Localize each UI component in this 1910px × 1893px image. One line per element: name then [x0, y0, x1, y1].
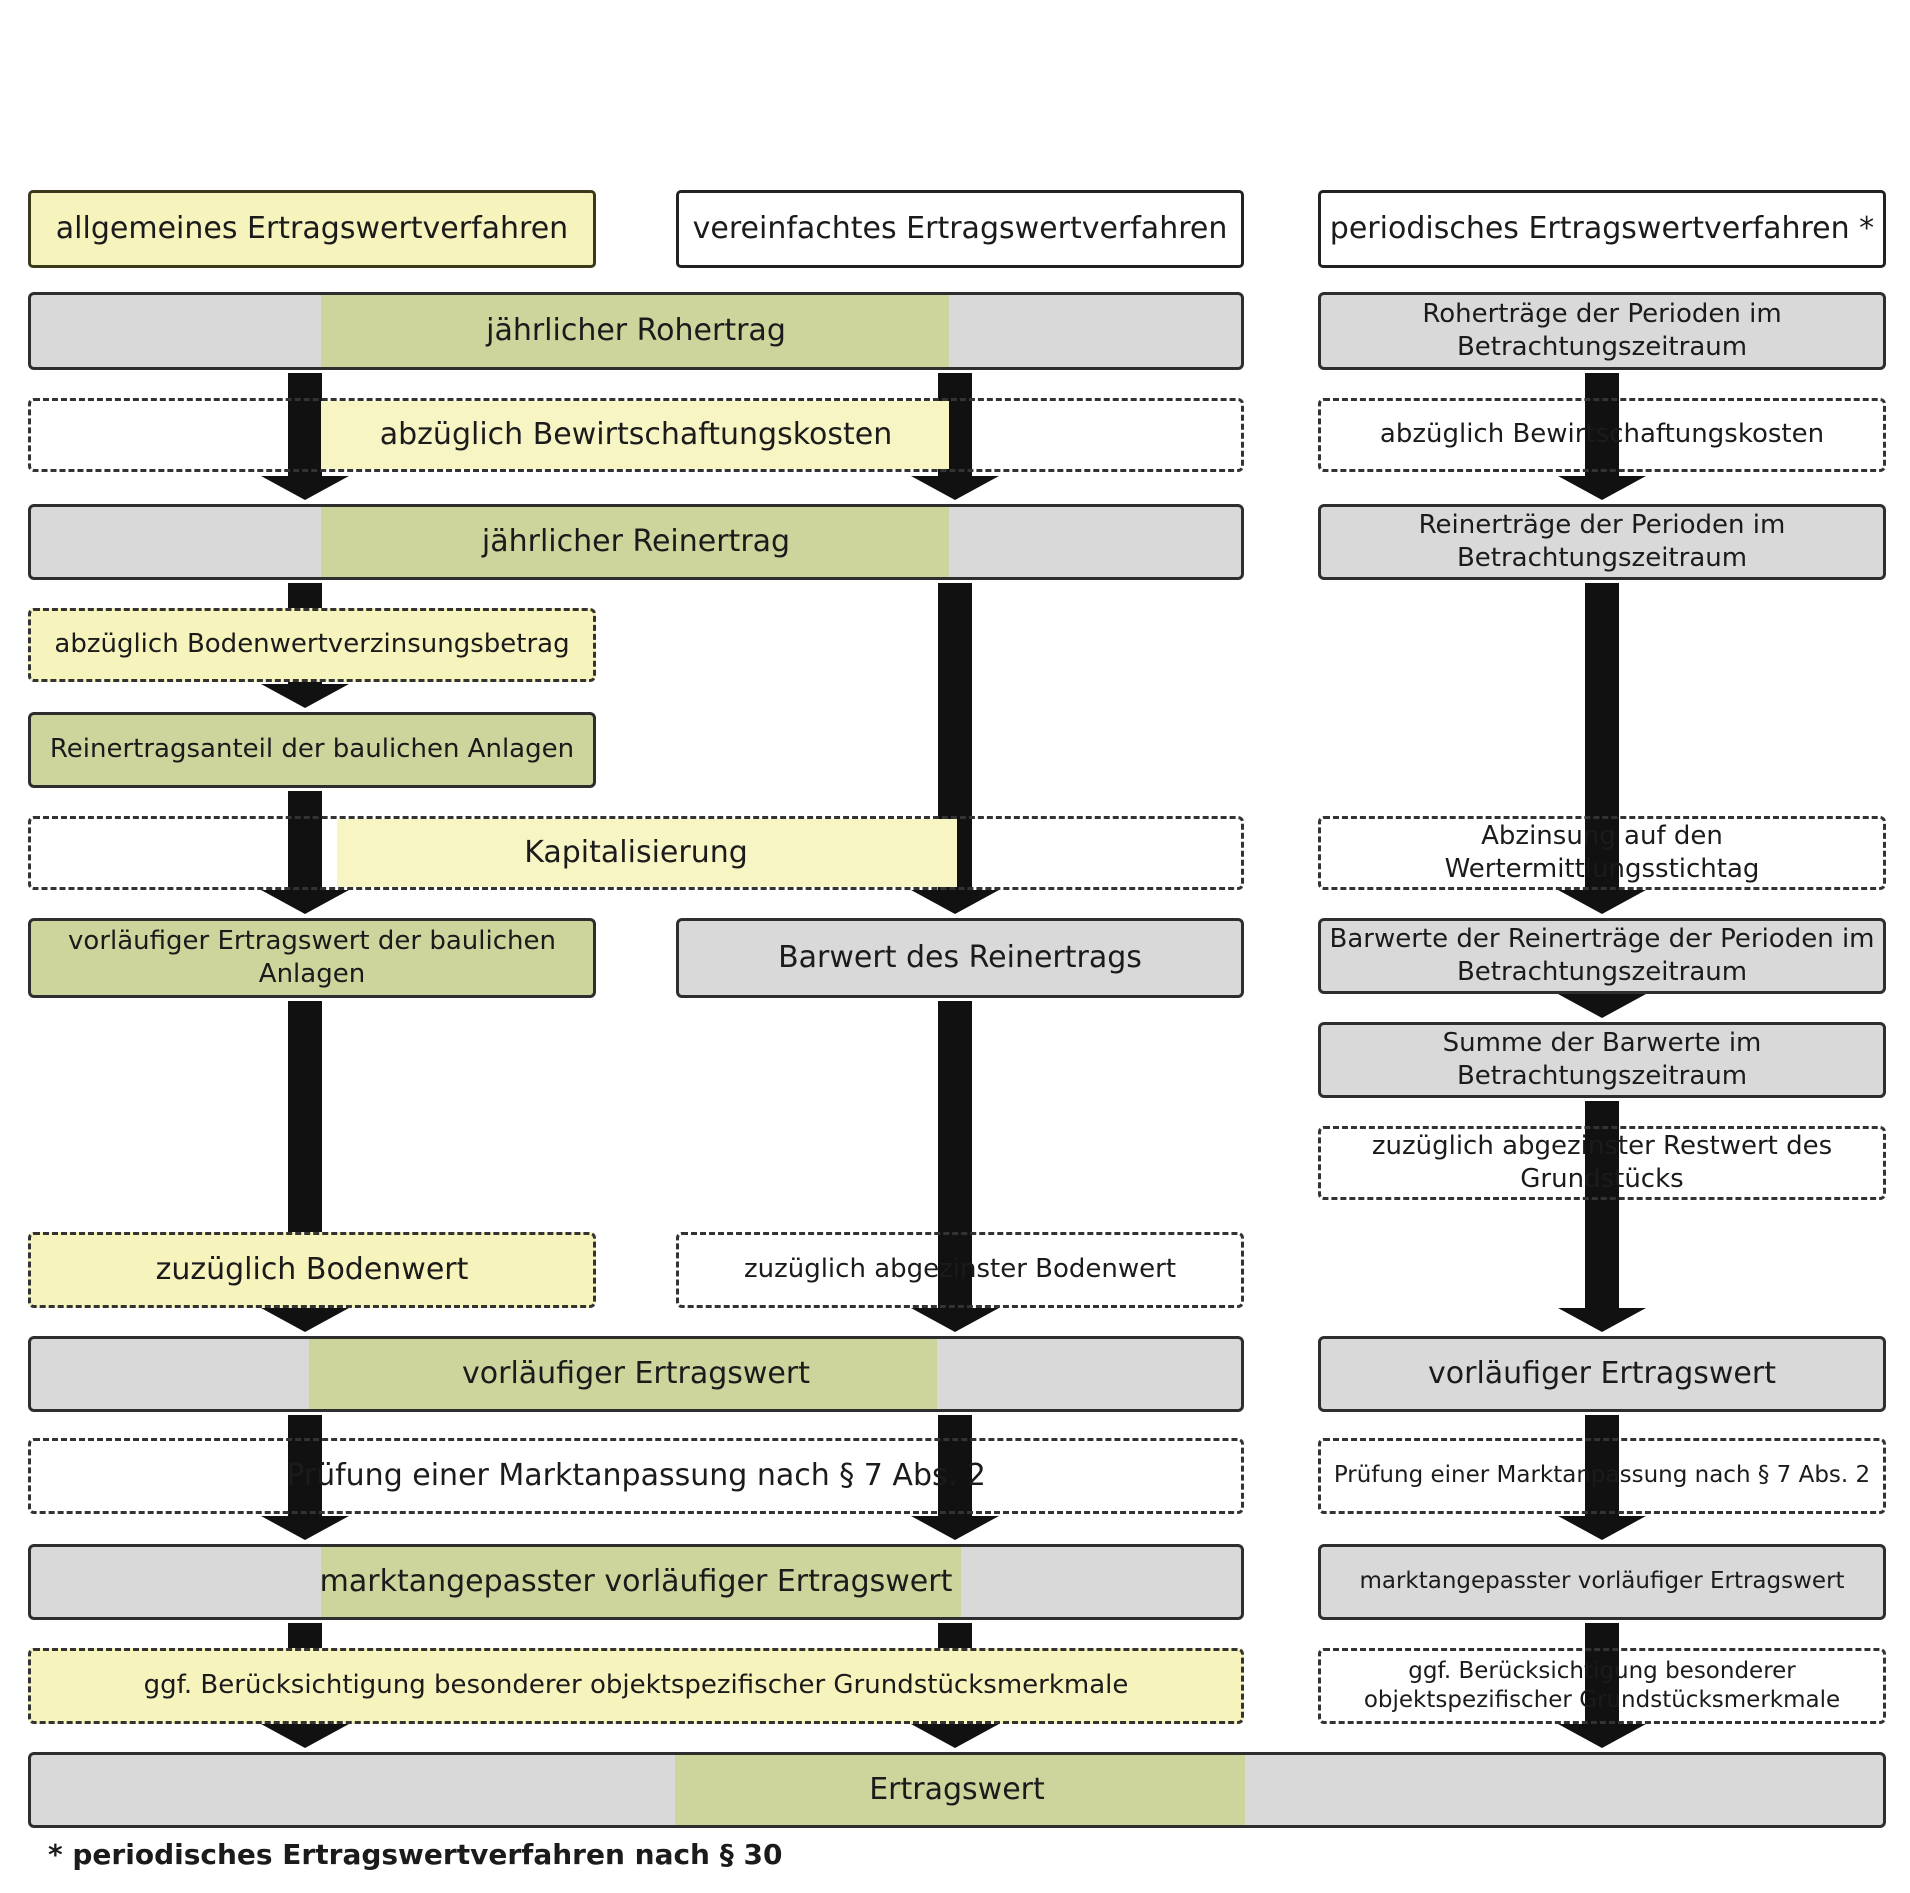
arrow-right-1: [1558, 373, 1646, 500]
box-zuzueglich-abgezinster-restwert: zuzüglich abgezinster Restwert des Grund…: [1318, 1126, 1886, 1200]
box-periodic-pruefung-marktanpassung: Prüfung einer Marktanpassung nach § 7 Ab…: [1318, 1438, 1886, 1514]
arrow-mid-3: [911, 1001, 999, 1332]
box-barwerte-der-reinertraege: Barwerte der Reinerträge der Perioden im…: [1318, 918, 1886, 994]
arrow-left-1: [261, 373, 349, 500]
box-summe-der-barwerte: Summe der Barwerte im Betrachtungszeitra…: [1318, 1022, 1886, 1098]
box-periodic-besondere-merkmale: ggf. Berücksichtigung besonderer objekts…: [1318, 1648, 1886, 1724]
footnote: * periodisches Ertragswertverfahren nach…: [48, 1838, 783, 1871]
box-reinertragsanteil-bauliche-anlagen: Reinertragsanteil der baulichen Anlagen: [28, 712, 596, 788]
header-simplified-method: vereinfachtes Ertragswertverfahren: [676, 190, 1244, 268]
box-barwert-des-reinertrags: Barwert des Reinertrags: [676, 918, 1244, 998]
box-besondere-objektspezifische-grundstuecksmerkmale: ggf. Berücksichtigung besonderer objekts…: [28, 1648, 1244, 1724]
arrow-mid-4: [911, 1415, 999, 1540]
box-periodic-abzueglich-bewirtschaftungskosten: abzüglich Bewirtschaftungskosten: [1318, 398, 1886, 472]
arrow-left-3: [261, 791, 349, 914]
box-pruefung-marktanpassung: Prüfung einer Marktanpassung nach § 7 Ab…: [28, 1438, 1244, 1514]
box-reinertraege-der-perioden: Reinerträge der Perioden im Betrachtungs…: [1318, 504, 1886, 580]
arrow-right-3: [1558, 994, 1646, 1018]
arrow-right-6: [1558, 1623, 1646, 1748]
box-rohertraege-der-perioden: Roherträge der Perioden im Betrachtungsz…: [1318, 292, 1886, 370]
header-periodic-method: periodisches Ertragswertverfahren *: [1318, 190, 1886, 268]
box-abzueglich-bodenwertverzinsung: abzüglich Bodenwertverzinsungsbetrag: [28, 608, 596, 682]
box-periodic-vorlaeufiger-ertragswert: vorläufiger Ertragswert: [1318, 1336, 1886, 1412]
header-general-method: allgemeines Ertragswertverfahren: [28, 190, 596, 268]
arrow-left-5: [261, 1415, 349, 1540]
arrow-right-4: [1558, 1101, 1646, 1332]
box-periodic-marktangepasster-ertragswert: marktangepasster vorläufiger Ertragswert: [1318, 1544, 1886, 1620]
box-vorlaeufiger-ertragswert-bauliche-anlagen: vorläufiger Ertragswert der baulichen An…: [28, 918, 596, 998]
box-zuzueglich-abgezinster-bodenwert: zuzüglich abgezinster Bodenwert: [676, 1232, 1244, 1308]
box-zuzueglich-bodenwert: zuzüglich Bodenwert: [28, 1232, 596, 1308]
arrow-right-5: [1558, 1415, 1646, 1540]
box-marktangepasster-vorlaeufiger-ertragswert: marktangepasster vorläufiger Ertragswert: [28, 1544, 1244, 1620]
box-jaehrlicher-reinertrag: jährlicher Reinertrag: [28, 504, 1244, 580]
box-kapitalisierung: Kapitalisierung: [28, 816, 1244, 890]
arrow-right-2: [1558, 583, 1646, 914]
box-abzueglich-bewirtschaftungskosten: abzüglich Bewirtschaftungskosten: [28, 398, 1244, 472]
box-ertragswert: Ertragswert: [28, 1752, 1886, 1828]
box-abzinsung-wertermittlungsstichtag: Abzinsung auf den Wertermittlungsstichta…: [1318, 816, 1886, 890]
box-jaehrlicher-rohertrag: jährlicher Rohertrag: [28, 292, 1244, 370]
box-vorlaeufiger-ertragswert: vorläufiger Ertragswert: [28, 1336, 1244, 1412]
